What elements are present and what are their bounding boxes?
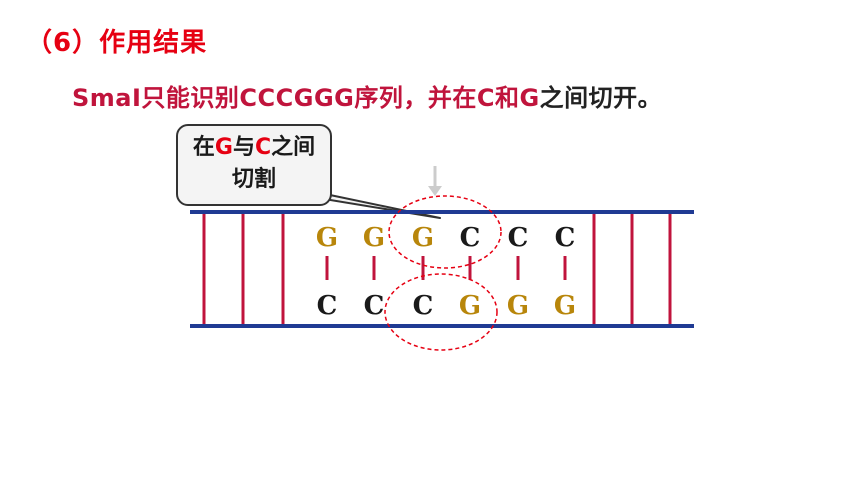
bottom-base-3: C [413, 291, 434, 321]
side-rungs [202, 214, 672, 324]
cut-arrow-icon [428, 166, 442, 196]
bottom-base-4: G [459, 291, 481, 321]
top-base-3: G [412, 223, 434, 253]
top-base-1: G [316, 223, 338, 253]
top-base-5: C [508, 223, 529, 253]
callout-box: 在G与C之间 切割 [176, 124, 332, 206]
bottom-base-6: G [554, 291, 576, 321]
description-tail: 之间切开。 [539, 84, 663, 112]
cut-site-circle-bottom [384, 273, 498, 351]
bottom-base-2: C [364, 291, 385, 321]
bottom-base-1: C [317, 291, 338, 321]
bottom-base-5: G [507, 291, 529, 321]
callout-line-1: 在G与C之间 [192, 135, 316, 160]
description-text: SmaⅠ只能识别CCCGGG序列，并在C和G之间切开。 [72, 78, 662, 113]
cut-site-circle-top [388, 195, 502, 269]
section-heading: （6）作用结果 [26, 28, 208, 58]
top-base-4: C [460, 223, 481, 253]
top-base-2: G [363, 223, 385, 253]
top-base-6: C [555, 223, 576, 253]
callout-line-2: 切割 [231, 167, 276, 192]
description-main: SmaⅠ只能识别CCCGGG序列，并在C和G [72, 84, 540, 112]
